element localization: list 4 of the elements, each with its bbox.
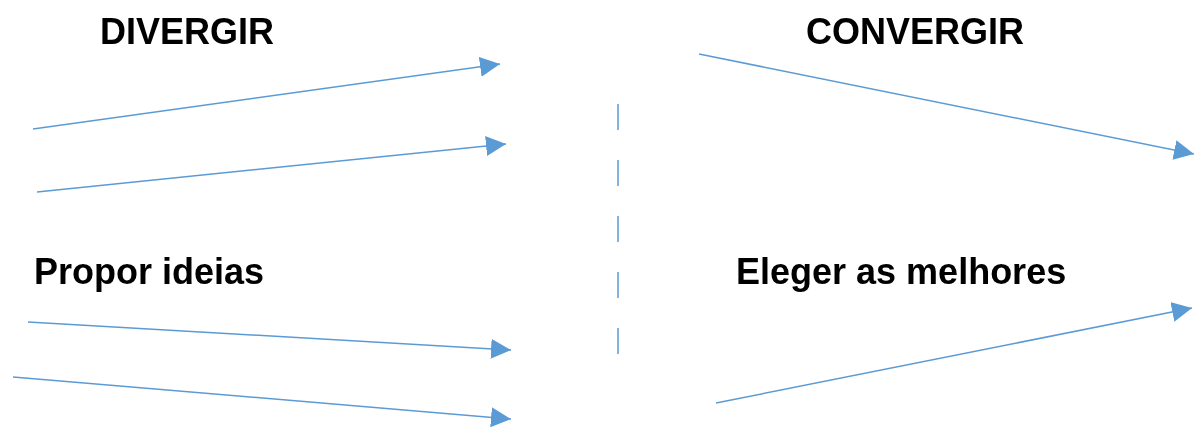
phase-label: Propor ideias	[34, 252, 265, 292]
heading: CONVERGIR	[806, 12, 1025, 52]
phase-label: Eleger as melhores	[736, 252, 1067, 292]
heading: DIVERGIR	[100, 12, 275, 52]
